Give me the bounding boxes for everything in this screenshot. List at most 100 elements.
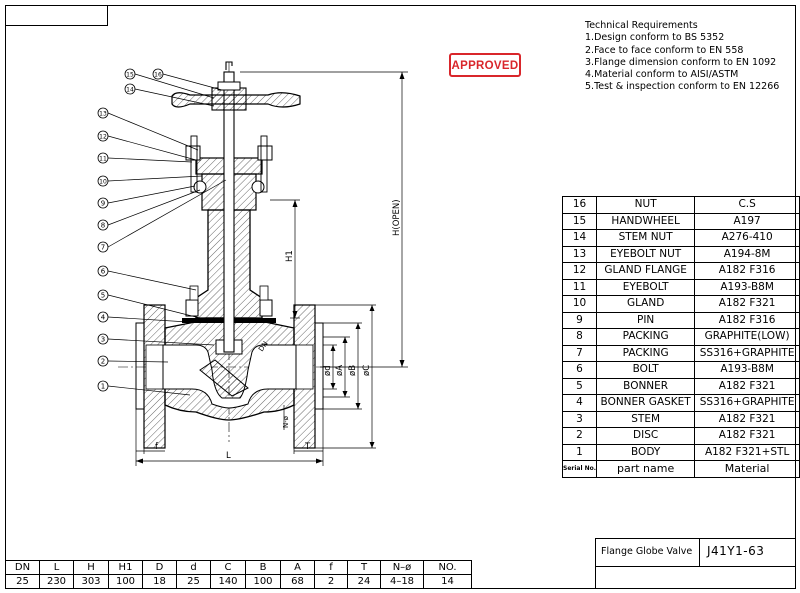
dim-label-l: L — [226, 451, 231, 461]
dim-label-d: ød — [323, 365, 333, 376]
balloon-circle — [97, 380, 109, 392]
dimension-header-cell: H — [73, 560, 109, 575]
dimension-value-cell: 68 — [280, 574, 315, 589]
bom-material: A276-410 — [694, 229, 800, 247]
bom-part-name: STEM — [596, 410, 696, 428]
bom-material: GRAPHITE(LOW) — [694, 328, 800, 346]
balloon-number: 10 — [99, 179, 107, 186]
left-flange — [135, 304, 166, 449]
balloon-number: 16 — [154, 72, 162, 79]
dimension-value-cell: 230 — [39, 574, 74, 589]
requirement-item: 5.Test & inspection conform to EN 12266 — [585, 81, 780, 93]
balloon-circle — [124, 68, 136, 80]
balloon-circle — [124, 83, 136, 95]
balloon-circle — [97, 265, 109, 277]
balloon-number: 15 — [126, 72, 134, 79]
bom-serial: 3 — [561, 410, 598, 428]
technical-requirements: Technical Requirements 1.Design conform … — [585, 20, 779, 94]
dimension-value-cell: 25 — [176, 574, 211, 589]
dimension-header-cell: N–ø — [380, 560, 424, 575]
requirement-item: 3.Flange dimension conform to EN 1092 — [585, 56, 777, 68]
bom-serial: 9 — [561, 311, 598, 329]
dimension-header-cell: d — [176, 560, 211, 575]
dimension-value-cell: 2 — [314, 574, 348, 589]
bom-part-name: BOLT — [596, 361, 696, 379]
balloon-circle — [97, 175, 109, 187]
bom-part-name: BODY — [596, 443, 696, 461]
balloon-leader — [107, 294, 201, 319]
right-flange — [293, 304, 324, 449]
requirements-heading: Technical Requirements — [585, 20, 698, 31]
dimension-header-cell: f — [314, 560, 348, 575]
bom-serial: 2 — [561, 427, 598, 445]
title-row: Flange Globe Valve J41Y1-63 — [596, 539, 796, 567]
dimension-header-cell: C — [210, 560, 246, 575]
stem — [223, 71, 235, 353]
dim-label-t: T — [304, 442, 311, 452]
dim-label-h-open: H(OPEN) — [392, 199, 402, 236]
dimension-header-cell: DN — [5, 560, 40, 575]
bom-material: A193-B8M — [694, 361, 800, 379]
dimension-value-cell: 4–18 — [380, 574, 424, 589]
dim-label-b: øB — [348, 365, 358, 376]
bom-part-name: GLAND — [596, 295, 696, 313]
balloon-leader — [107, 157, 193, 163]
balloon-leader — [162, 73, 223, 91]
bom-serial: 14 — [561, 229, 598, 247]
balloon-number: 3 — [101, 336, 105, 344]
bom-header-serial: Serial No. — [561, 460, 598, 478]
bom-part-name: HANDWHEEL — [596, 212, 696, 230]
balloon-leader — [107, 175, 203, 182]
bom-serial: 6 — [561, 361, 598, 379]
balloon-number: 13 — [99, 111, 107, 118]
bom-material: A182 F316 — [694, 311, 800, 329]
title-block: Flange Globe Valve J41Y1-63 — [595, 538, 796, 589]
balloon-leader — [134, 88, 215, 107]
drawing-code: J41Y1-63 — [707, 544, 765, 558]
balloon-leader — [107, 185, 196, 204]
bom-material: C.S — [694, 196, 800, 214]
bom-header-material: Material — [694, 460, 800, 478]
bom-material: A193-B8M — [694, 278, 800, 296]
balloon-leader — [134, 73, 215, 99]
dimension-value-cell: 140 — [210, 574, 246, 589]
bom-material: SS316+GRAPHITE — [694, 394, 800, 412]
balloon-circle — [97, 241, 109, 253]
dimension-header-cell: A — [280, 560, 315, 575]
dimension-header-cell: NO. — [423, 560, 472, 575]
dimension-labels: H(OPEN) H1 ød øA øB øC f T L N-ø DN — [155, 199, 402, 461]
bom-part-name: GLAND FLANGE — [596, 262, 696, 280]
dimension-value-cell: 14 — [423, 574, 472, 589]
bom-serial: 5 — [561, 377, 598, 395]
dimension-value-cell: 24 — [347, 574, 381, 589]
bom-material: A182 F321+STL — [694, 443, 800, 461]
dimension-value-cell: 25 — [5, 574, 40, 589]
bom-serial: 15 — [561, 212, 598, 230]
corner-box — [5, 5, 108, 26]
bom-serial: 4 — [561, 394, 598, 412]
balloon-leader — [107, 316, 189, 323]
balloon-circle — [97, 289, 109, 301]
balloon-leader — [107, 135, 197, 161]
bom-serial: 7 — [561, 344, 598, 362]
dim-label-h1: H1 — [285, 250, 295, 262]
dimension-header-cell: H1 — [108, 560, 143, 575]
bom-part-name: EYEBOLT NUT — [596, 245, 696, 263]
dim-label-a: øA — [335, 365, 345, 376]
balloon-circle — [97, 219, 109, 231]
bom-serial: 12 — [561, 262, 598, 280]
bom-part-name: PACKING — [596, 328, 696, 346]
